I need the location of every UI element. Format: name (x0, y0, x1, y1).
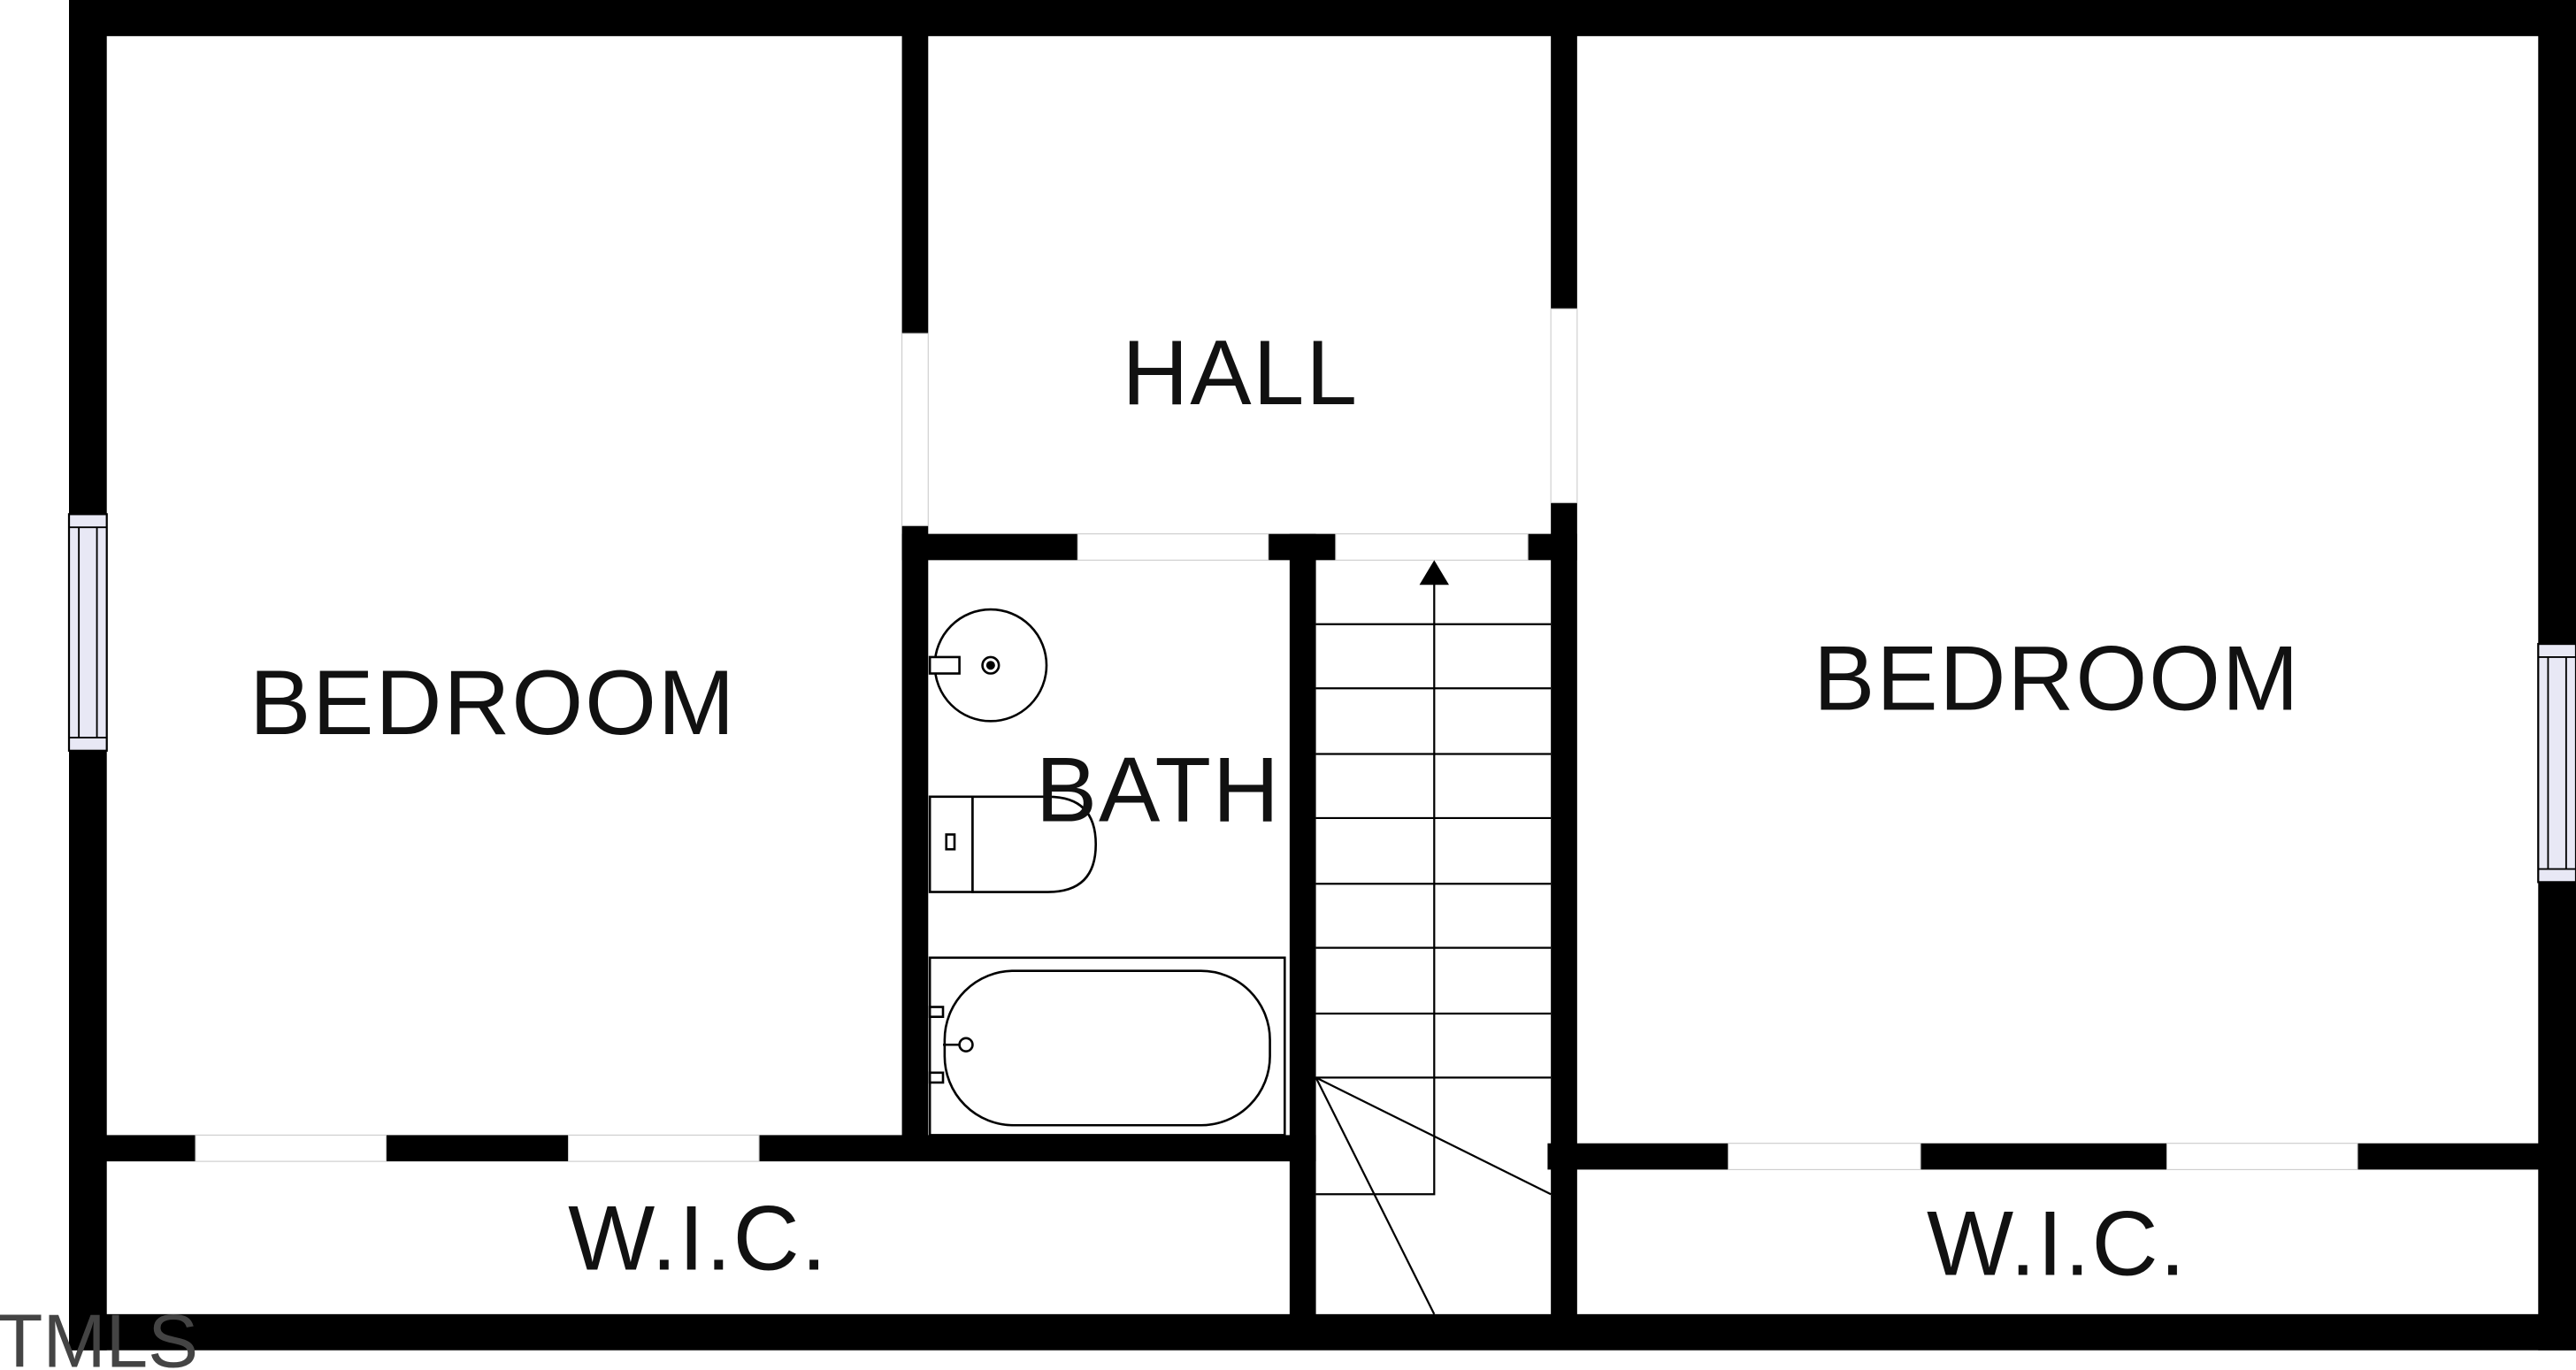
door-wic-right-a (1728, 1143, 1921, 1170)
door-wic-left-b (568, 1134, 760, 1162)
wall-wic-left-c (759, 1135, 1316, 1162)
stair-arrow-icon (1419, 560, 1449, 586)
room-label-hall: HALL (1122, 322, 1359, 425)
wall-wic-right-b (1920, 1143, 2167, 1170)
wall-hall-bottom-a (901, 533, 1078, 561)
watermark-text: TMLS (0, 1299, 198, 1370)
door-bath (1077, 533, 1269, 561)
door-openings (195, 308, 2358, 1170)
door-wic-left-a (195, 1134, 387, 1162)
windows (67, 513, 2576, 884)
wall-hall-left-upper (901, 33, 929, 334)
sink-icon (928, 608, 1048, 723)
toilet-icon (928, 795, 1098, 893)
wall-hall-right-upper (1551, 33, 1577, 310)
room-label-wic-right: W.I.C. (1927, 1192, 2187, 1295)
wall-wic-right-a (1547, 1143, 1729, 1170)
window-right (2537, 642, 2576, 884)
wall-bottom (69, 1313, 2576, 1351)
wall-top (69, 0, 2576, 36)
wall-wic-left-a (69, 1135, 196, 1162)
window-left (67, 513, 108, 752)
stair-opening (1335, 533, 1529, 561)
room-label-wic-left: W.I.C. (568, 1188, 828, 1290)
wall-hall-bottom-c (1528, 533, 1577, 561)
wall-wic-right-c (2358, 1143, 2576, 1170)
wall-wic-left-b (386, 1135, 569, 1162)
staircase (1315, 560, 1552, 1315)
wall-hall-right-lower (1551, 502, 1577, 1318)
door-wic-right-b (2166, 1143, 2358, 1170)
bathtub-icon (928, 956, 1286, 1137)
door-hall-left (901, 333, 929, 526)
wall-stair-left (1289, 533, 1316, 1318)
room-labels: BEDROOM HALL BATH BEDROOM W.I.C. W.I.C. (249, 322, 2300, 1295)
stair-direction-line (1315, 578, 1436, 1196)
wall-hall-left-lower (901, 525, 929, 1160)
door-hall-right (1550, 308, 1578, 503)
bath-fixtures (928, 608, 1286, 1137)
room-label-bedroom-right: BEDROOM (1813, 627, 2300, 730)
room-label-bath: BATH (1036, 739, 1281, 842)
room-label-bedroom-left: BEDROOM (249, 652, 736, 754)
